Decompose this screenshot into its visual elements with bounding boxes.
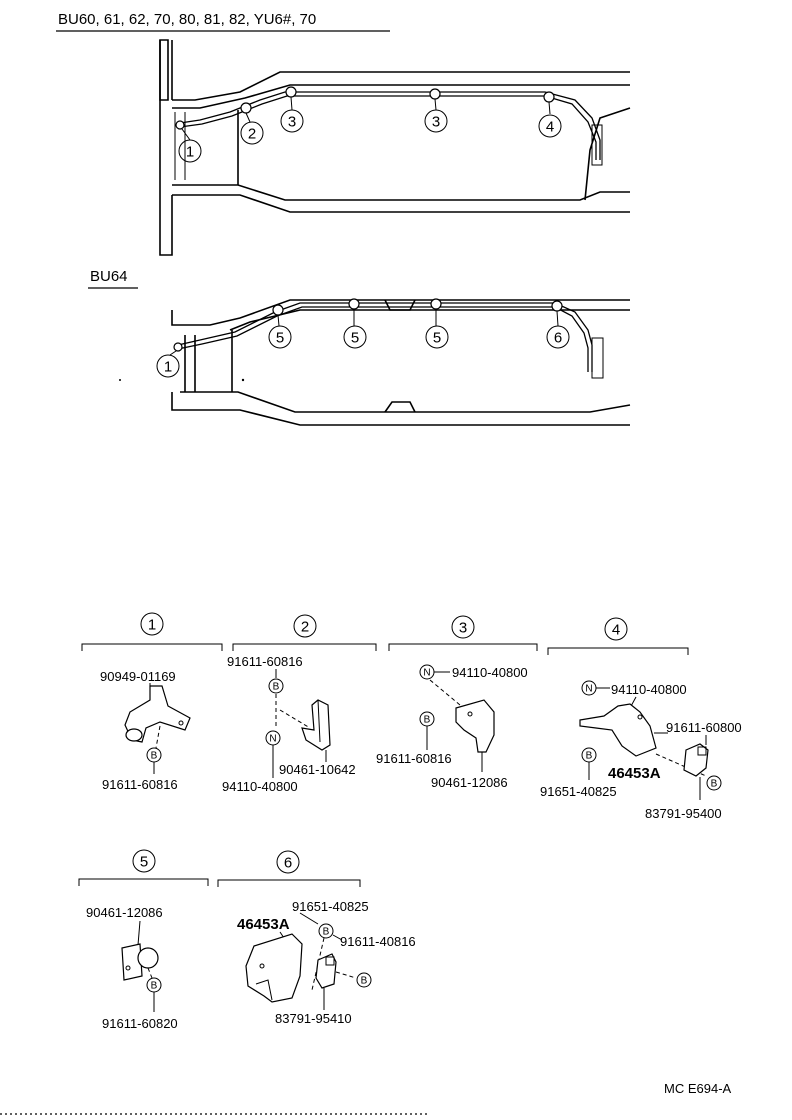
bolt-symbol: B [318,923,334,939]
nut-symbol: N [419,664,435,680]
part-number-94110-40800: 94110-40800 [222,779,298,794]
part-number-90461-12086: 90461-12086 [431,775,508,790]
part-number-94110-40800: 94110-40800 [611,682,687,697]
svg-text:4: 4 [546,119,554,136]
svg-text:1: 1 [186,144,194,161]
callout-3b-diagram-1: 3 [424,109,448,133]
svg-text:B: B [711,779,718,790]
bracket-46453A-icon [579,703,657,757]
bracket-46453A-icon [245,933,303,1003]
group-1-header: 1 [81,612,223,651]
bolt-symbol: B [581,747,597,763]
svg-text:5: 5 [140,854,148,871]
part-number-83791-95410: 83791-95410 [275,1011,352,1026]
bolt-symbol: B [419,711,435,727]
svg-text:B: B [151,751,158,762]
part-number-91611-40816: 91611-40816 [340,934,416,949]
part-number-91611-60816: 91611-60816 [376,751,452,766]
callout-5c-diagram-2: 5 [425,325,449,349]
part-number-90949-01169: 90949-01169 [100,669,176,684]
part-number-91651-40825: 91651-40825 [540,784,617,799]
svg-text:2: 2 [248,126,256,143]
part-number-91651-40825: 91651-40825 [292,899,369,914]
part-number-83791-95400: 83791-95400 [645,806,722,821]
callout-5a-diagram-2: 5 [268,325,292,349]
group-1: 1 90949-01169 B 91611-60816 [81,612,223,792]
part-number-46453A: 46453A [608,765,661,782]
svg-text:B: B [273,682,280,693]
nut-symbol: N [265,730,281,746]
svg-text:N: N [585,684,592,695]
bracket-part-icon [301,699,331,751]
group-3-header: 3 [388,615,538,651]
svg-text:B: B [586,751,593,762]
svg-text:3: 3 [459,620,467,637]
bolt-symbol: B [356,972,372,988]
frame-diagram-1 [159,39,631,256]
callout-5b-diagram-2: 5 [343,325,367,349]
callout-4-diagram-1: 4 [538,114,562,138]
group-4: 4 N 94110-40800 91611-60800 B 46453A B 9… [540,617,742,821]
svg-text:B: B [151,981,158,992]
heading-model-group-1: BU60, 61, 62, 70, 80, 81, 82, YU6#, 70 [56,11,390,32]
heading-text-2: BU64 [90,268,128,285]
clamp-part-icon [124,685,191,743]
callout-1-diagram-1: 1 [178,139,202,163]
heading-text-1: BU60, 61, 62, 70, 80, 81, 82, YU6#, 70 [58,11,316,28]
frame-diagram-2 [169,298,631,426]
group-6: 6 91651-40825 46453A B 91611-40816 B 837… [217,850,416,1026]
part-number-90461-12086: 90461-12086 [86,905,163,920]
clamp-part-icon [683,743,709,777]
group-2-header: 2 [232,614,377,651]
svg-text:N: N [269,734,276,745]
callout-3a-diagram-1: 3 [280,109,304,133]
svg-text:6: 6 [554,330,562,347]
svg-text:N: N [423,668,430,679]
part-number-91611-60820: 91611-60820 [102,1016,178,1031]
bolt-symbol: B [268,678,284,694]
diagram-code: MC E694-A [664,1081,732,1096]
callout-2-diagram-1: 2 [240,121,264,145]
part-number-91611-60816: 91611-60816 [227,654,303,669]
svg-text:6: 6 [284,855,292,872]
group-5-header: 5 [78,849,209,886]
svg-text:1: 1 [164,359,172,376]
clip-part-icon [121,943,159,981]
group-6-header: 6 [217,850,361,887]
svg-text:3: 3 [432,114,440,131]
svg-text:2: 2 [301,619,309,636]
svg-text:B: B [323,927,330,938]
group-3: 3 N 94110-40800 B 91611-60816 90461-1208… [376,615,538,790]
callout-6-diagram-2: 6 [546,325,570,349]
svg-text:5: 5 [276,330,284,347]
bolt-symbol: B [146,747,162,763]
part-number-94110-40800: 94110-40800 [452,665,528,680]
clip-part-icon [455,699,495,753]
svg-text:B: B [361,976,368,987]
svg-text:5: 5 [351,330,359,347]
part-number-91611-60800: 91611-60800 [666,720,742,735]
part-number-46453A: 46453A [237,916,290,933]
bolt-symbol: B [706,775,722,791]
svg-text:5: 5 [433,330,441,347]
svg-text:B: B [424,715,431,726]
svg-text:1: 1 [148,617,156,634]
callout-1-diagram-2: 1 [156,354,180,378]
svg-text:4: 4 [612,622,620,639]
heading-model-group-2: BU64 [88,268,138,289]
group-2: 2 91611-60816 B N 90461-10642 94110-4080… [222,614,377,794]
part-number-90461-10642: 90461-10642 [279,762,356,777]
part-number-91611-60816: 91611-60816 [102,777,178,792]
group-4-header: 4 [547,617,689,655]
nut-symbol: N [581,680,597,696]
clamp-part-icon [315,953,337,989]
svg-text:3: 3 [288,114,296,131]
bolt-symbol: B [146,977,162,993]
group-5: 5 90461-12086 B 91611-60820 [78,849,209,1031]
